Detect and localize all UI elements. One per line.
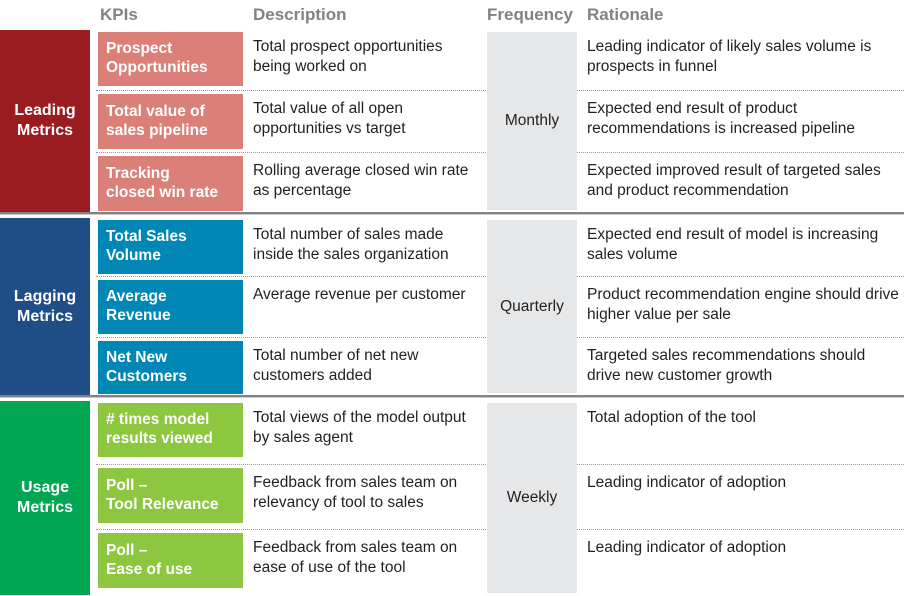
rationale-cell: Targeted sales recommendations should dr… xyxy=(587,347,866,384)
kpi-line-1: Poll – xyxy=(106,476,148,494)
frequency-value-usage: Weekly xyxy=(487,403,577,593)
description-cell: Feedback from sales team on relevancy of… xyxy=(253,474,458,511)
category-label-leading-metrics: Leading Metrics xyxy=(0,30,90,212)
description-cell: Total value of all open opportunities vs… xyxy=(253,100,406,137)
rationale-cell: Expected end result of product recommend… xyxy=(587,100,855,137)
column-header-frequency: Frequency xyxy=(487,5,573,24)
section-lagging-metrics: Lagging Metrics Quarterly Total Sales Vo… xyxy=(0,218,904,395)
description-cell: Feedback from sales team on ease of use … xyxy=(253,539,458,576)
description-cell: Total views of the model output by sales… xyxy=(253,409,466,446)
kpi-box: Prospect Opportunities xyxy=(98,32,243,86)
category-label-usage-metrics: Usage Metrics xyxy=(0,401,90,595)
rationale-cell: Leading indicator of likely sales volume… xyxy=(587,38,872,75)
kpi-box: Net New Customers xyxy=(98,341,243,394)
description-cell: Total prospect opportunities being worke… xyxy=(253,38,443,75)
column-header-kpis: KPIs xyxy=(100,5,138,24)
rationale-cell: Product recommendation engine should dri… xyxy=(587,286,899,323)
description-cell: Average revenue per customer xyxy=(253,286,466,303)
kpi-line-1: Tracking xyxy=(106,164,170,182)
kpi-line-2: Ease of use xyxy=(106,560,193,578)
description-cell: Rolling average closed win rate as perce… xyxy=(253,162,469,199)
category-line-2: Metrics xyxy=(16,307,74,325)
table-row: Tracking closed win rate Rolling average… xyxy=(0,153,904,212)
kpi-line-1: Poll – xyxy=(106,541,148,559)
table-row: Total Sales Volume Total number of sales… xyxy=(0,218,904,276)
kpi-box: Poll – Ease of use xyxy=(98,533,243,588)
table-row: Poll – Tool Relevance Feedback from sale… xyxy=(0,465,904,529)
kpi-box: Average Revenue xyxy=(98,280,243,334)
kpi-line-2: Customers xyxy=(106,367,187,385)
description-cell: Total number of sales made inside the sa… xyxy=(253,226,449,263)
row-separator-mask xyxy=(487,89,577,92)
column-header-description: Description xyxy=(253,5,347,24)
kpi-box: Poll – Tool Relevance xyxy=(98,468,243,523)
kpi-line-2: Revenue xyxy=(106,307,171,324)
kpi-line-1: Total Sales xyxy=(106,228,187,246)
category-line-2: Metrics xyxy=(16,499,74,516)
category-label-lagging-metrics: Lagging Metrics xyxy=(0,218,90,395)
rationale-cell: Expected improved result of targeted sal… xyxy=(587,162,881,199)
frequency-value-lagging: Quarterly xyxy=(487,220,577,393)
kpi-box: Total Sales Volume xyxy=(98,220,243,274)
section-divider xyxy=(0,212,904,215)
table-row: # times model results viewed Total views… xyxy=(0,401,904,464)
table-header-row: KPIs Description Frequency Rationale xyxy=(0,0,904,30)
column-header-rationale: Rationale xyxy=(587,5,664,24)
kpi-line-2: Tool Relevance xyxy=(106,495,219,513)
category-line-1: Usage xyxy=(20,479,70,496)
kpi-line-1: Prospect xyxy=(106,40,173,58)
table-row: Poll – Ease of use Feedback from sales t… xyxy=(0,530,904,593)
row-separator-mask xyxy=(487,151,577,154)
rationale-cell: Leading indicator of adoption xyxy=(587,539,787,556)
description-cell: Total number of net new customers added xyxy=(253,347,419,384)
table-row: Average Revenue Average revenue per cust… xyxy=(0,277,904,337)
row-separator-mask xyxy=(487,528,577,531)
category-line-2: Metrics xyxy=(16,122,74,139)
section-usage-metrics: Usage Metrics Weekly # times model resul… xyxy=(0,401,904,595)
row-separator-mask xyxy=(487,463,577,466)
section-divider xyxy=(0,395,904,398)
kpi-box: Total value of sales pipeline xyxy=(98,94,243,149)
kpi-line-1: Net New xyxy=(106,348,168,366)
kpi-line-2: Volume xyxy=(106,247,161,264)
category-line-1: Lagging xyxy=(13,287,77,305)
kpi-line-2: results viewed xyxy=(106,430,213,447)
kpi-box: # times model results viewed xyxy=(98,403,243,457)
category-line-1: Leading xyxy=(14,102,76,119)
row-separator-mask xyxy=(487,336,577,339)
kpi-line-1: Total value of xyxy=(106,102,205,120)
rationale-cell: Expected end result of model is increasi… xyxy=(587,226,879,263)
rationale-cell: Total adoption of the tool xyxy=(587,409,756,426)
table-row: Total value of sales pipeline Total valu… xyxy=(0,91,904,152)
kpi-box: Tracking closed win rate xyxy=(98,156,243,211)
kpi-line-2: closed win rate xyxy=(106,183,218,201)
kpi-line-1: # times model xyxy=(106,411,210,429)
kpi-line-1: Average xyxy=(106,288,167,306)
kpi-line-2: Opportunities xyxy=(106,59,208,76)
kpi-line-2: sales pipeline xyxy=(106,121,208,139)
table-row: Net New Customers Total number of net ne… xyxy=(0,338,904,395)
row-separator-mask xyxy=(487,275,577,278)
table-row: Prospect Opportunities Total prospect op… xyxy=(0,30,904,90)
rationale-cell: Leading indicator of adoption xyxy=(587,474,787,491)
section-leading-metrics: Leading Metrics Monthly Prospect Opportu… xyxy=(0,30,904,212)
frequency-value-leading: Monthly xyxy=(487,32,577,210)
